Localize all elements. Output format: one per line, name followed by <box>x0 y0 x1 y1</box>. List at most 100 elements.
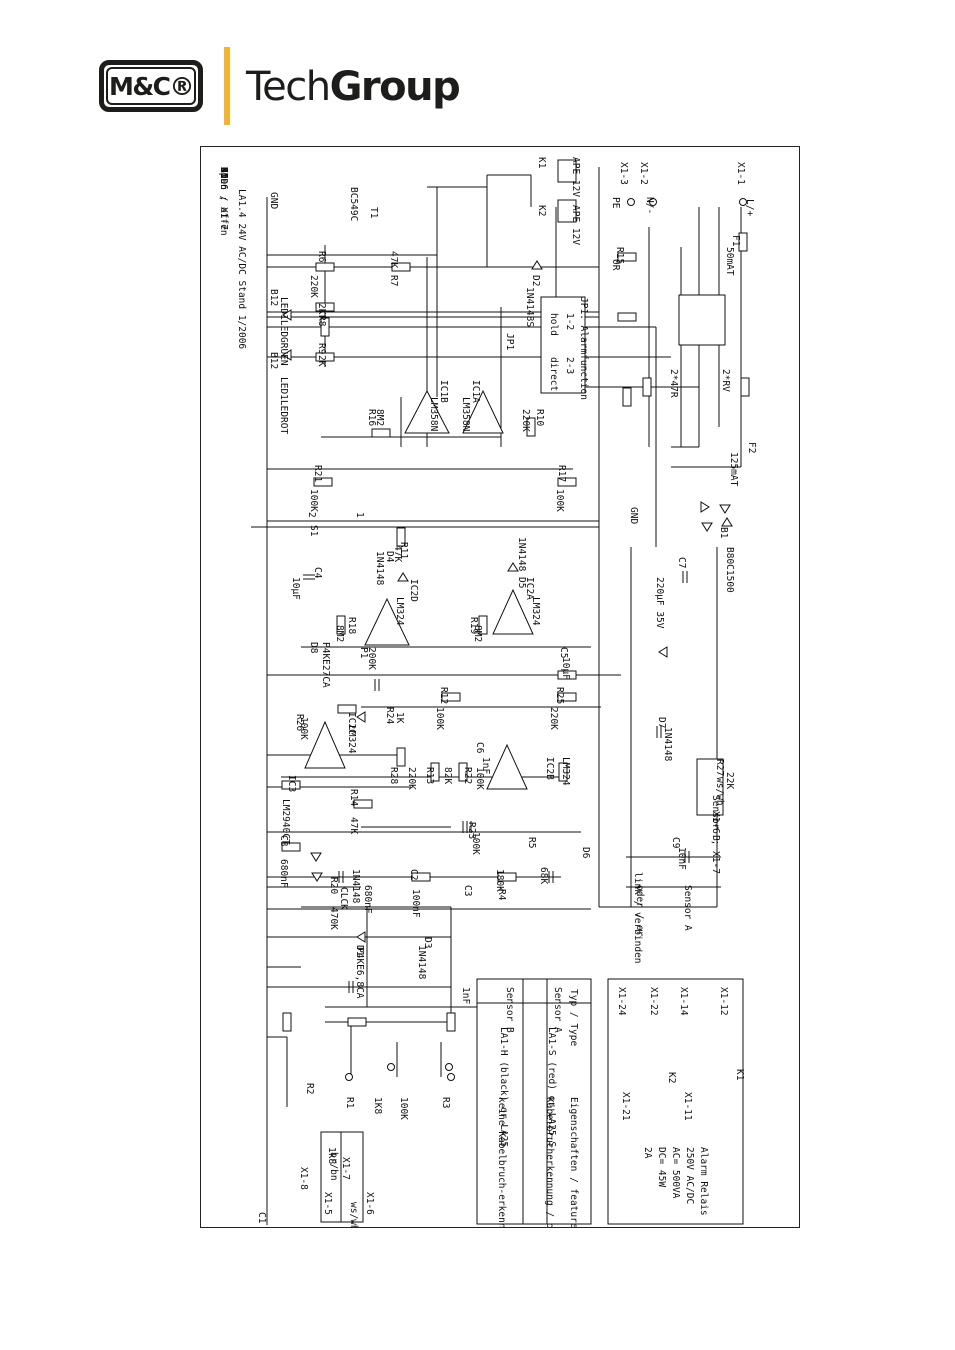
schematic-label: 220K <box>406 767 417 790</box>
schematic-label: R6 <box>316 251 327 263</box>
schematic-label: R21 <box>312 465 323 482</box>
opamp-symbol <box>364 597 410 646</box>
resistor-symbol <box>320 317 330 337</box>
diode-symbol <box>282 349 292 361</box>
schematic-label: R2 <box>304 1083 315 1094</box>
schematic-label: P4KE27CA <box>320 642 331 688</box>
schematic-label: X1-6 ; X1-7 <box>218 167 229 230</box>
diode-symbol <box>282 309 292 321</box>
relay-terminal-label: X1-22 <box>648 987 659 1016</box>
relay-spec: AC= 500VA <box>670 1147 681 1199</box>
schematic-label: 2K <box>316 303 327 315</box>
resistor-symbol <box>478 615 488 635</box>
diode-symbol <box>311 872 323 882</box>
schematic-label: IC2D <box>408 579 419 602</box>
schematic-label: 220K <box>308 275 319 298</box>
schematic-label: 200K <box>366 647 377 670</box>
opamp-symbol <box>404 389 450 434</box>
schematic-label: 680nF <box>278 859 289 888</box>
schematic-label: oder / or <box>634 885 645 937</box>
schematic-label: open / offen <box>218 167 229 236</box>
schematic-label: 2 <box>306 512 317 518</box>
schematic-label: 4 <box>218 167 229 173</box>
schematic-label: X1-3 <box>618 162 629 185</box>
schematic-label: 2-3 <box>564 357 575 374</box>
relay-terminal-label: X1-21 <box>620 1092 631 1121</box>
schematic-label: R27 <box>714 759 725 776</box>
terminal-symbol <box>387 1063 395 1071</box>
schematic-label: C1 <box>256 1212 267 1224</box>
resistor-symbol <box>281 842 301 852</box>
schematic-label: 100K <box>308 489 319 512</box>
resistor-symbol <box>441 692 461 702</box>
schematic-label: 2K <box>316 355 327 367</box>
opamp-symbol <box>492 588 534 635</box>
diode-symbol <box>310 852 322 862</box>
schematic-label: D6 <box>580 847 591 859</box>
schematic-label: 0R <box>610 259 621 271</box>
schematic-label: CLCK <box>338 887 349 910</box>
table-header: Typ / Type <box>568 989 579 1046</box>
relay-spec: 250V AC/DC <box>684 1147 695 1204</box>
schematic-label: 2*47R <box>668 369 679 398</box>
diode-symbol <box>531 260 543 270</box>
schematic-label: R19 <box>468 617 479 634</box>
schematic-label: 220K <box>520 409 531 432</box>
opamp-symbol <box>486 743 528 790</box>
schematic-label: IC3 <box>286 775 297 792</box>
relay-name-label: K2 <box>666 1072 677 1083</box>
schematic-label: N/- <box>644 197 655 214</box>
part-outline <box>696 758 724 816</box>
schematic-label: K1 <box>536 157 547 169</box>
relay-name-label: K1 <box>734 1069 745 1081</box>
opamp-symbol <box>304 720 346 769</box>
schematic-label: 1 <box>354 512 365 518</box>
schematic-label: IC2B <box>544 757 555 780</box>
resistor-symbol <box>336 615 346 635</box>
schematic-label: 100K <box>470 832 481 855</box>
resistor-symbol <box>557 692 577 702</box>
part-outline <box>320 1131 342 1223</box>
resistor-symbol <box>313 477 333 487</box>
terminal-symbol <box>445 1063 453 1071</box>
schematic-label: BC549C <box>348 187 359 221</box>
schematic-label: X1-2 <box>638 162 649 185</box>
diode-symbol <box>701 522 713 532</box>
schematic-label: UI <box>218 167 229 178</box>
schematic-label: R7 <box>388 275 399 286</box>
schematic-label: C7 <box>676 557 687 568</box>
schematic-label: C2 <box>408 869 419 880</box>
schematic-label: C5 <box>558 647 569 658</box>
techgroup-wordmark: TechGroup <box>246 64 461 110</box>
schematic-label: 50mAT <box>724 247 735 276</box>
schematic-label: 2*RV <box>720 369 731 392</box>
table-cell: Sensor A <box>552 987 563 1033</box>
opamp-symbol <box>462 389 504 434</box>
relay-terminal-label: X1-12 <box>718 987 729 1016</box>
schematic-label: R14 <box>348 789 359 806</box>
schematic-label: R26 <box>294 714 305 731</box>
table-cell: LA1-S (red) or LA25-S <box>546 1027 557 1147</box>
schematic-label: X1-8 <box>298 1167 309 1190</box>
schematic-title: LA1.4 24V AC/DC Stand 1/2006 <box>236 189 247 349</box>
schematic-label: R12 <box>438 687 449 704</box>
diode-symbol <box>700 501 710 513</box>
schematic-label: LM324 <box>560 757 571 786</box>
schematic-label: C4 <box>312 567 323 579</box>
schematic-label: B80C1500 <box>724 547 735 593</box>
schematic-label: F1 <box>730 235 741 247</box>
schematic-label: S1 <box>308 525 319 537</box>
part-outline <box>557 159 577 183</box>
diode-symbol <box>397 572 409 582</box>
schematic-label: 22K <box>724 772 735 789</box>
resistor-symbol <box>396 747 406 767</box>
resistor-symbol <box>396 527 406 547</box>
schematic-label: 8M2 <box>472 625 483 642</box>
schematic-label: 680nF <box>362 885 373 914</box>
schematic-label: 220K <box>548 707 559 730</box>
mc-logo-text: M&C® <box>106 67 196 105</box>
schematic-label: 82K <box>442 767 453 784</box>
schematic-label: 100K <box>434 707 445 730</box>
